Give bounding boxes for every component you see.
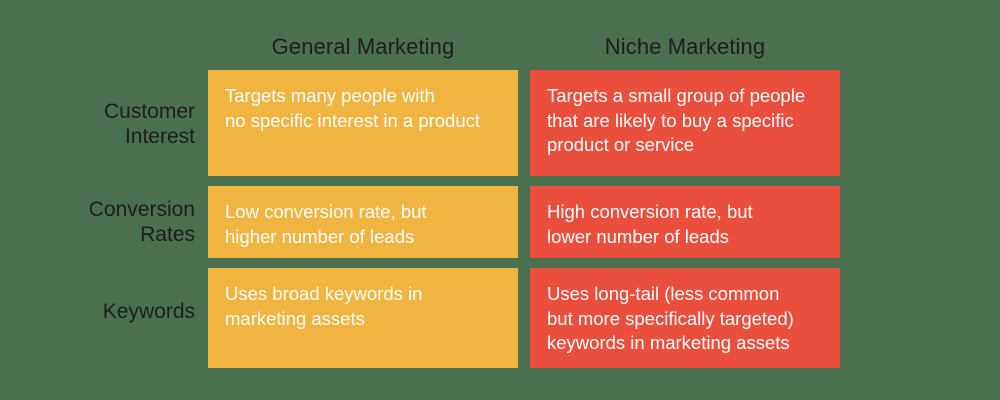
cell-keywords-niche: Uses long-tail (less common but more spe… xyxy=(530,268,840,368)
column-header-niche-marketing: Niche Marketing xyxy=(604,34,766,59)
cell-customer-interest-general: Targets many people with no specific int… xyxy=(208,70,518,176)
row-label-keywords: Keywords xyxy=(102,300,195,323)
cell-conversion-rates-niche: High conversion rate, but lower number o… xyxy=(530,186,840,258)
row-label-customer-interest: Customer Interest xyxy=(103,100,195,148)
cell-conversion-rates-general: Low conversion rate, but higher number o… xyxy=(208,186,518,258)
cell-customer-interest-niche: Targets a small group of people that are… xyxy=(530,70,840,176)
column-header-general-marketing: General Marketing xyxy=(271,34,455,59)
cell-keywords-general: Uses broad keywords in marketing assets xyxy=(208,268,518,368)
row-label-conversion-rates: Conversion Rates xyxy=(88,198,195,246)
